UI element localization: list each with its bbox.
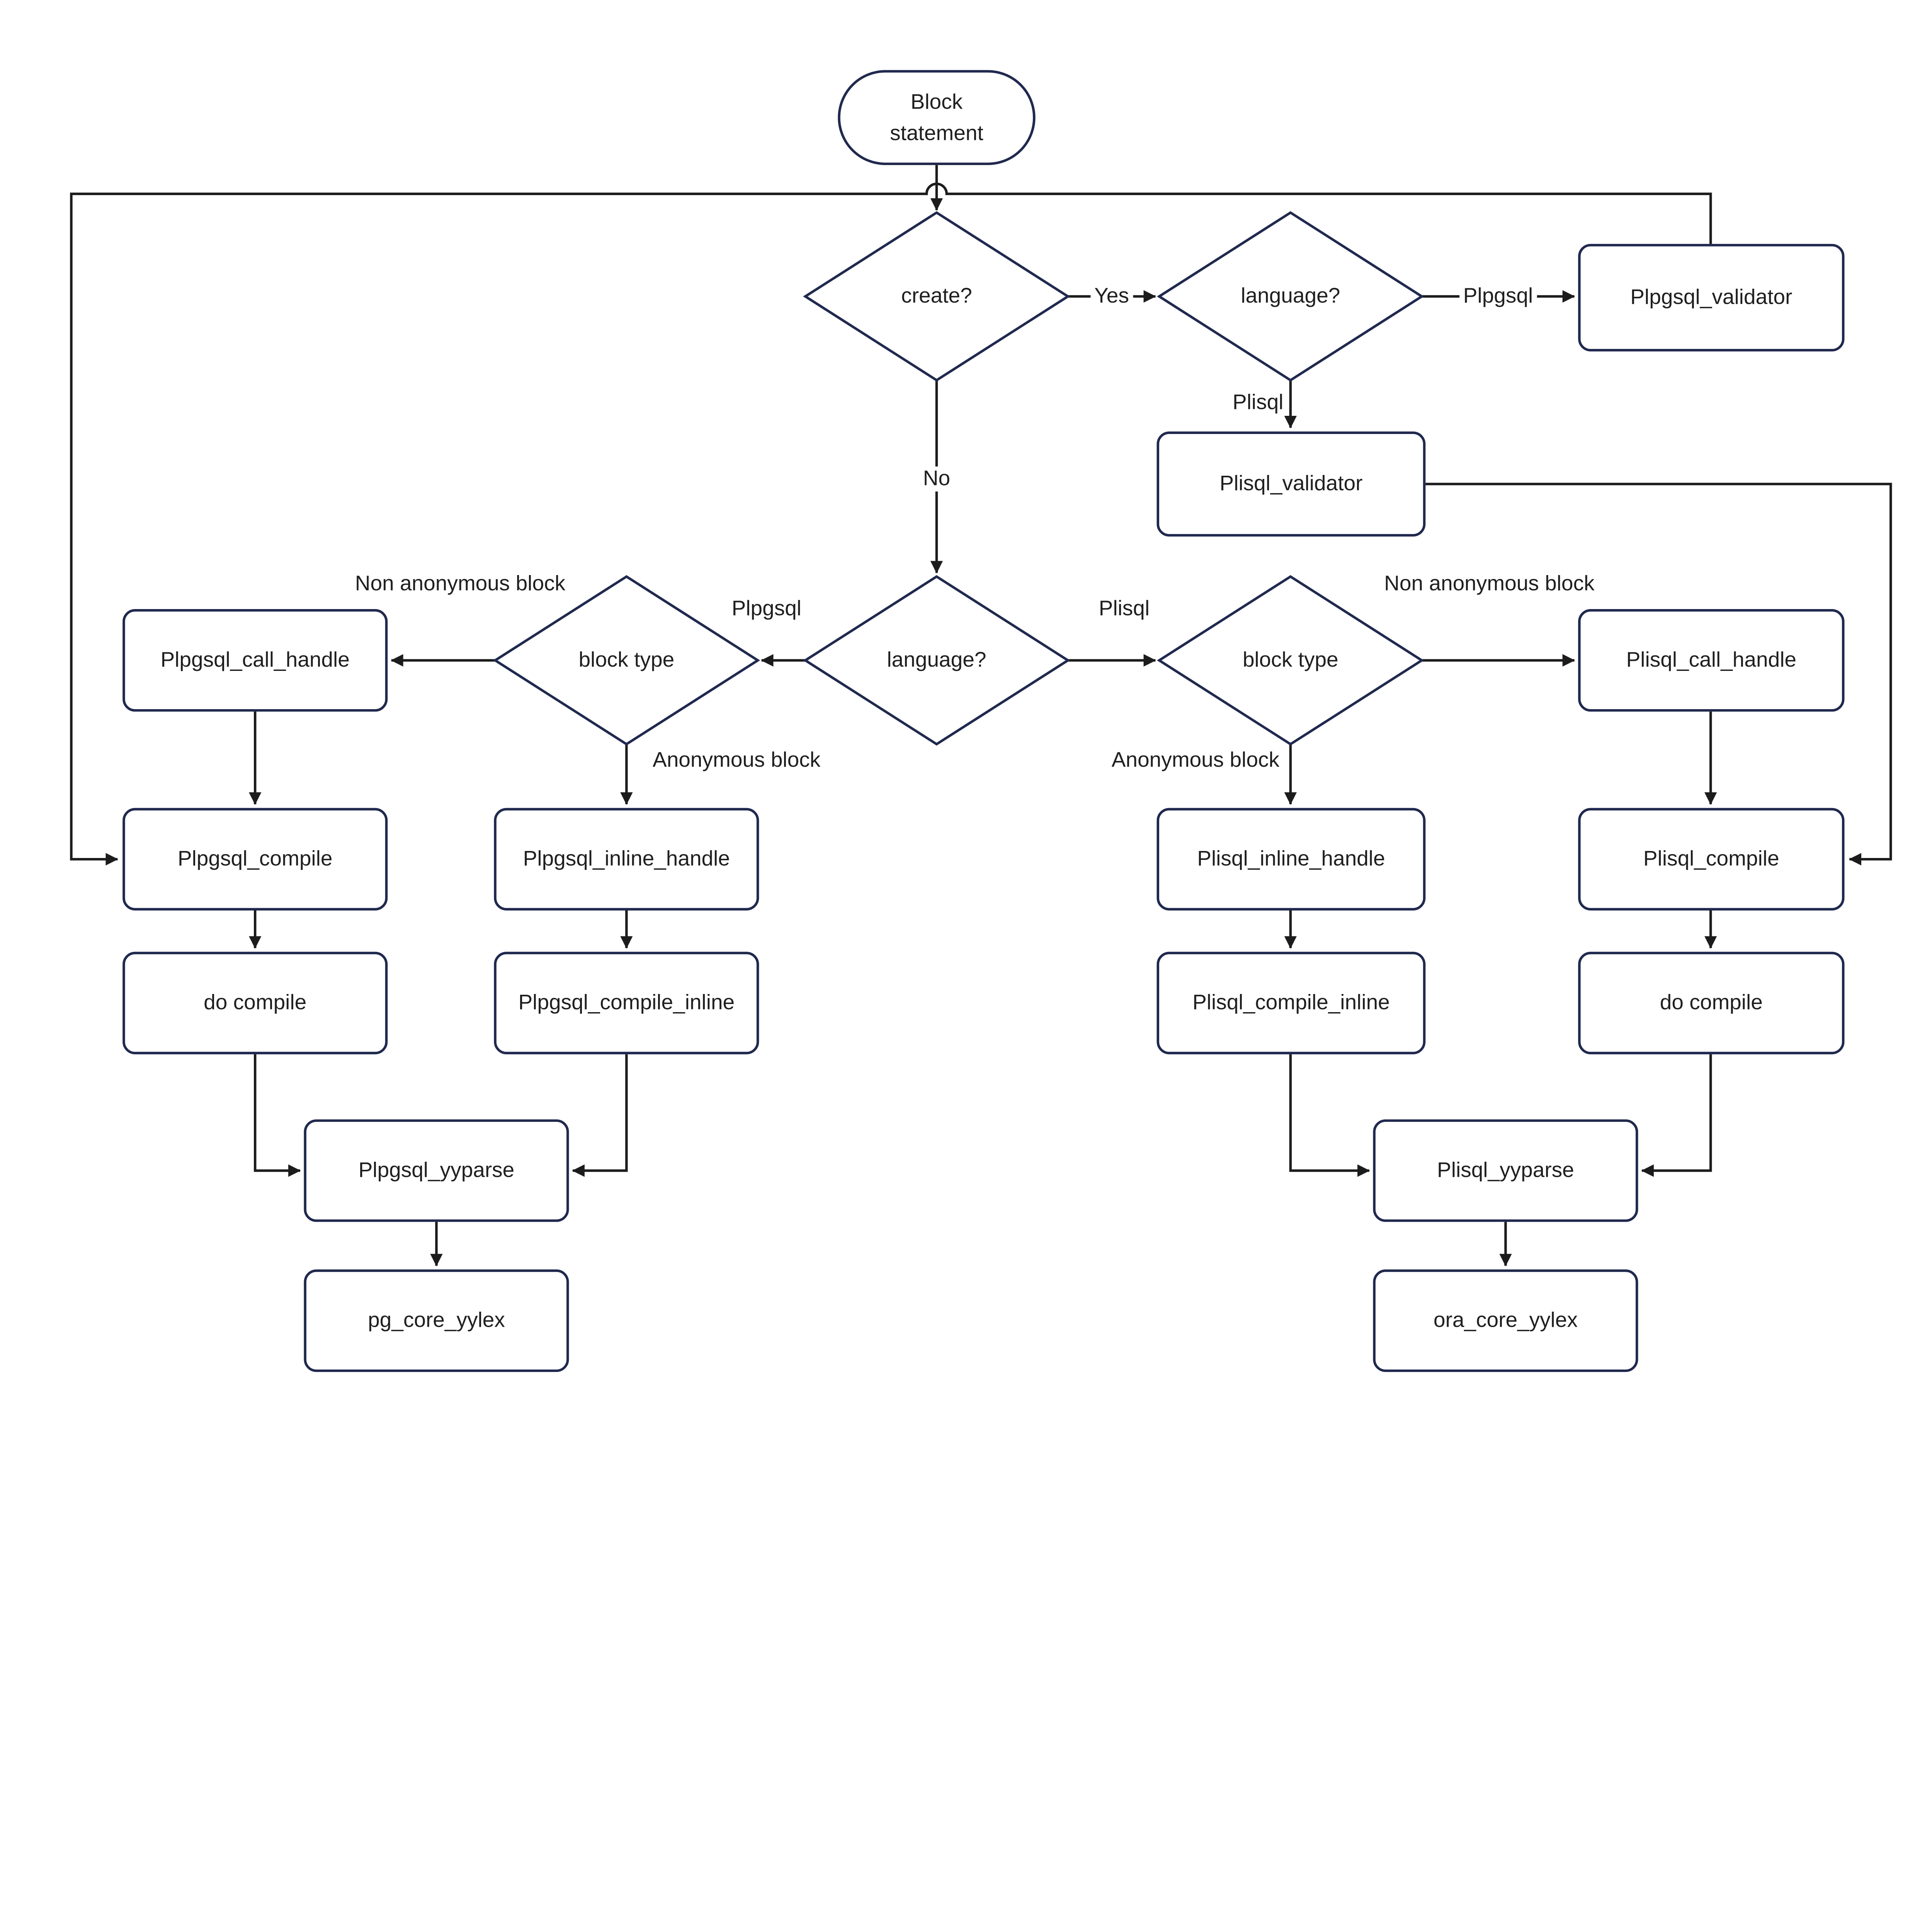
node-block-type-left-label: block type xyxy=(578,648,675,672)
node-language-top-label: language? xyxy=(1241,284,1340,308)
node-plpgsql-inline-handle: Plpgsql_inline_handle xyxy=(494,808,759,910)
node-ora-core-yylex: ora_core_yylex xyxy=(1373,1269,1638,1372)
node-plpgsql-yyparse: Plpgsql_yyparse xyxy=(304,1119,569,1222)
node-plpgsql-inline-handle-label: Plpgsql_inline_handle xyxy=(523,847,730,871)
block-type-left-decision-shape xyxy=(493,575,760,746)
node-plisql-validator: Plisql_validator xyxy=(1156,431,1426,537)
node-plisql-yyparse: Plisql_yyparse xyxy=(1373,1119,1638,1222)
node-block-statement: Block statement xyxy=(838,70,1036,165)
node-plpgsql-compile-inline: Plpgsql_compile_inline xyxy=(494,951,759,1055)
node-plisql-yyparse-label: Plisql_yyparse xyxy=(1437,1158,1574,1183)
edge-label-non-anonymous-right: Non anonymous block xyxy=(1380,571,1599,597)
node-language-mid-label: language? xyxy=(887,648,986,672)
flowchart-canvas: Block statement create? language? langua… xyxy=(70,70,1892,1372)
node-plisql-compile-inline-label: Plisql_compile_inline xyxy=(1192,990,1390,1015)
node-create-label: create? xyxy=(901,284,972,308)
node-block-type-right-label: block type xyxy=(1242,648,1338,672)
node-do-compile-left-label: do compile xyxy=(204,990,307,1015)
edge-label-plisql-mid: Plisql xyxy=(1095,596,1153,622)
block-type-right-decision-shape xyxy=(1156,575,1424,746)
edge-label-no: No xyxy=(919,466,954,492)
node-plpgsql-call-handle: Plpgsql_call_handle xyxy=(122,609,388,712)
edge-label-plisql-top: Plisql xyxy=(1229,390,1287,415)
edge-label-plpgsql-mid: Plpgsql xyxy=(728,596,805,622)
node-pg-core-yylex-label: pg_core_yylex xyxy=(368,1308,505,1333)
connector-layer xyxy=(70,165,1892,1266)
node-do-compile-right-label: do compile xyxy=(1660,990,1763,1015)
node-plpgsql-yyparse-label: Plpgsql_yyparse xyxy=(358,1158,515,1183)
node-plisql-inline-handle: Plisql_inline_handle xyxy=(1156,808,1426,910)
edge-label-anonymous-right: Anonymous block xyxy=(1108,748,1283,773)
edge-plpgsql-compile-inline-to-plpgsql-yyparse xyxy=(572,1054,628,1177)
node-plpgsql-compile-label: Plpgsql_compile xyxy=(177,847,333,871)
node-block-statement-label: Block statement xyxy=(890,89,983,145)
node-plisql-validator-label: Plisql_validator xyxy=(1219,471,1363,496)
node-ora-core-yylex-label: ora_core_yylex xyxy=(1433,1308,1578,1333)
edge-label-yes: Yes xyxy=(1090,284,1133,309)
node-do-compile-left: do compile xyxy=(122,951,388,1055)
edge-label-plpgsql-top: Plpgsql xyxy=(1459,284,1537,309)
node-plisql-compile-label: Plisql_compile xyxy=(1643,847,1779,871)
node-plisql-call-handle-label: Plisql_call_handle xyxy=(1626,648,1797,672)
edge-label-non-anonymous-left: Non anonymous block xyxy=(351,571,569,597)
edge-plisql-compile-inline-to-plisql-yyparse xyxy=(1289,1054,1370,1177)
node-plisql-inline-handle-label: Plisql_inline_handle xyxy=(1197,847,1385,871)
create-decision-shape xyxy=(803,211,1070,382)
node-plpgsql-validator-label: Plpgsql_validator xyxy=(1630,285,1793,310)
language-mid-decision-shape xyxy=(803,575,1070,746)
node-plisql-compile-inline: Plisql_compile_inline xyxy=(1156,951,1426,1055)
node-do-compile-right: do compile xyxy=(1578,951,1845,1055)
node-pg-core-yylex: pg_core_yylex xyxy=(304,1269,569,1372)
node-plpgsql-compile-inline-label: Plpgsql_compile_inline xyxy=(518,990,735,1015)
edge-plisql-validator-to-plisql-compile xyxy=(1425,483,1892,866)
node-plpgsql-compile: Plpgsql_compile xyxy=(122,808,388,910)
language-top-decision-shape xyxy=(1156,211,1424,382)
node-plisql-call-handle: Plisql_call_handle xyxy=(1578,609,1845,712)
edge-label-anonymous-left: Anonymous block xyxy=(649,748,824,773)
node-plpgsql-call-handle-label: Plpgsql_call_handle xyxy=(160,648,350,672)
node-plpgsql-validator: Plpgsql_validator xyxy=(1578,244,1845,352)
edge-do-compile-left-to-plpgsql-yyparse xyxy=(253,1054,301,1177)
node-plisql-compile: Plisql_compile xyxy=(1578,808,1845,910)
edge-do-compile-right-to-plisql-yyparse xyxy=(1641,1054,1712,1177)
